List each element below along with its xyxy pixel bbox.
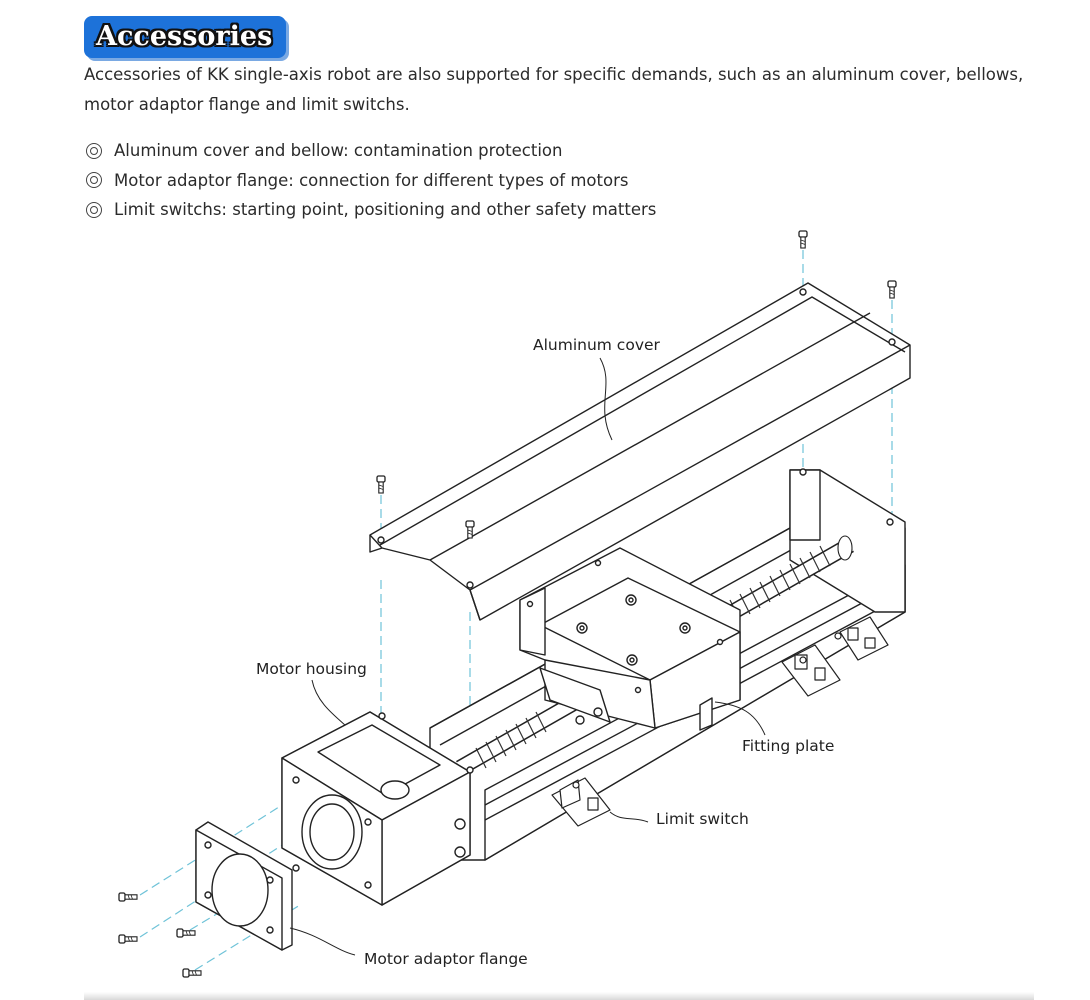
double-circle-bullet-icon [86,201,102,218]
label-motor-adaptor-flange: Motor adaptor flange [364,950,528,968]
label-motor-housing: Motor housing [256,660,367,678]
motor-adaptor-flange [195,821,293,951]
double-circle-bullet-icon [86,142,102,159]
feature-text: Motor adaptor flange: connection for dif… [114,170,629,190]
limit-switches [551,616,889,827]
carriage-fitting-plate [519,547,741,731]
label-fitting-plate: Fitting plate [742,737,834,755]
feature-text: Aluminum cover and bellow: contamination… [114,141,563,160]
feature-list: Aluminum cover and bellow: contamination… [84,136,656,225]
feature-item: Limit switchs: starting point, positioni… [84,195,656,225]
label-aluminum-cover: Aluminum cover [533,336,661,354]
feature-text: Limit switchs: starting point, positioni… [114,200,657,219]
feature-item: Aluminum cover and bellow: contamination… [84,136,656,166]
motor-housing [281,711,474,906]
label-limit-switch: Limit switch [656,810,749,828]
section-title-badge [84,16,286,58]
double-circle-bullet-icon [86,172,102,189]
footer-divider [84,992,1034,1000]
leader-lines [289,357,766,956]
feature-item: Motor adaptor flange: connection for dif… [84,166,656,196]
section-title: Accessories [96,21,273,52]
aluminum-cover [369,282,911,621]
intro-paragraph: Accessories of KK single-axis robot are … [84,65,1024,114]
